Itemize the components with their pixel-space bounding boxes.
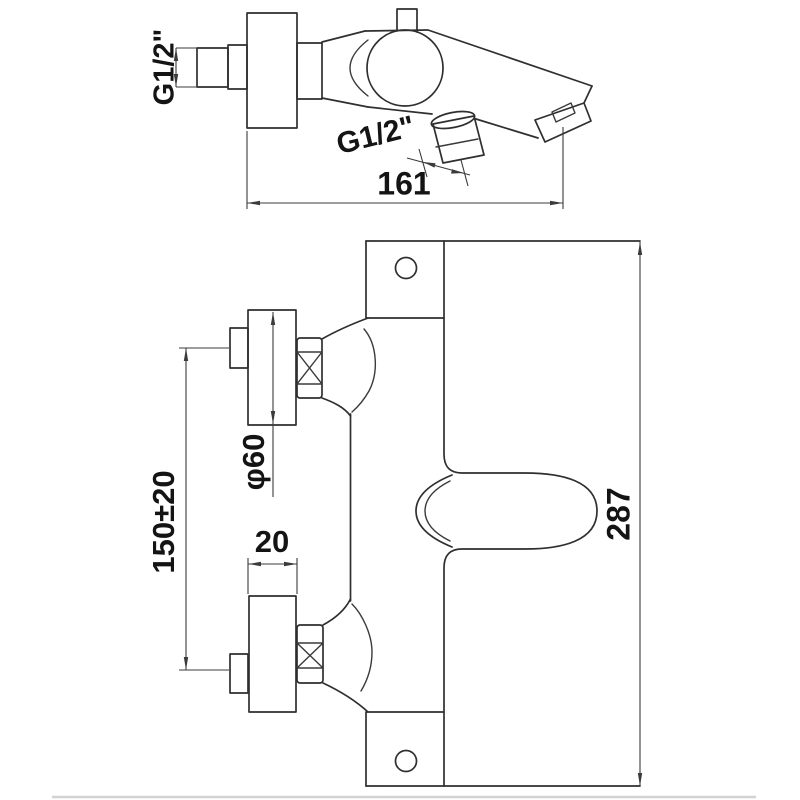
lower-contour-s-curve bbox=[351, 603, 373, 692]
top-view-aerator-insert bbox=[551, 102, 576, 123]
top-view-body-cone bbox=[321, 30, 369, 108]
top-view-body-connector bbox=[296, 42, 323, 100]
outlet-thread-label: G1/2" bbox=[333, 110, 418, 161]
top-view-thread-nipple bbox=[196, 47, 229, 88]
bottom-mounting-plate bbox=[365, 711, 445, 787]
centers-distance-label: 150±20 bbox=[146, 470, 181, 573]
upper-nut-hatch bbox=[296, 351, 323, 385]
upper-thread-nipple bbox=[229, 327, 249, 369]
top-view-diverter-outlet bbox=[430, 110, 485, 164]
diverter-mid-line bbox=[435, 138, 479, 148]
wall-thread-label: G1/2" bbox=[149, 29, 181, 106]
upper-flare-lower bbox=[321, 397, 352, 417]
front-view: φ60 150±20 20 287 bbox=[146, 240, 643, 787]
top-view-top-stub bbox=[396, 8, 418, 33]
lever-end-outer-arc bbox=[415, 474, 453, 548]
lower-escutcheon bbox=[248, 595, 297, 713]
top-view-spout-top-edge bbox=[364, 29, 593, 87]
lower-thread-nipple bbox=[229, 653, 249, 694]
length-label: 161 bbox=[377, 165, 430, 201]
top-view-escutcheon bbox=[246, 12, 298, 129]
dim-wall-thread: G1/2" bbox=[149, 29, 197, 106]
top-view-spacer-block bbox=[227, 44, 248, 90]
top-view-spout-bottom-edge bbox=[367, 106, 539, 139]
overall-height-label: 287 bbox=[600, 487, 636, 540]
dim-escutcheon-diameter: φ60 bbox=[236, 312, 276, 497]
top-view-aerator-flap bbox=[534, 102, 592, 143]
dim-overall-height: 287 bbox=[600, 242, 643, 786]
dim-centers-distance: 150±20 bbox=[146, 347, 229, 671]
escutcheon-diameter-label: φ60 bbox=[236, 434, 271, 491]
lower-connection-nut bbox=[296, 624, 324, 684]
upper-escutcheon bbox=[247, 309, 297, 426]
dim-length-161: 161 bbox=[246, 127, 564, 209]
lower-flare-outer bbox=[322, 682, 369, 713]
top-view-dome-arc bbox=[349, 39, 369, 97]
dim-escutcheon-depth: 20 bbox=[247, 524, 298, 594]
lower-nut-hatch bbox=[296, 642, 324, 669]
upper-flare-outer bbox=[321, 317, 369, 340]
upper-wall-connection bbox=[229, 309, 323, 426]
upper-contour-s-curve bbox=[351, 328, 377, 413]
top-view-spout-tip bbox=[583, 85, 593, 104]
escutcheon-depth-label: 20 bbox=[255, 524, 289, 559]
top-view: G1/2" G1/2" 161 bbox=[149, 8, 593, 209]
lower-flare-upper bbox=[322, 598, 352, 626]
top-fixing-hole bbox=[394, 256, 418, 280]
lever-end-inner-arc bbox=[424, 480, 451, 542]
diverter-body bbox=[432, 115, 485, 164]
body-column-and-lever bbox=[443, 240, 598, 787]
top-mounting-plate bbox=[365, 240, 445, 319]
bottom-fixing-hole bbox=[394, 749, 418, 773]
lower-wall-connection bbox=[229, 595, 324, 713]
top-view-handle-knob bbox=[366, 29, 444, 107]
upper-connection-nut bbox=[296, 337, 323, 399]
